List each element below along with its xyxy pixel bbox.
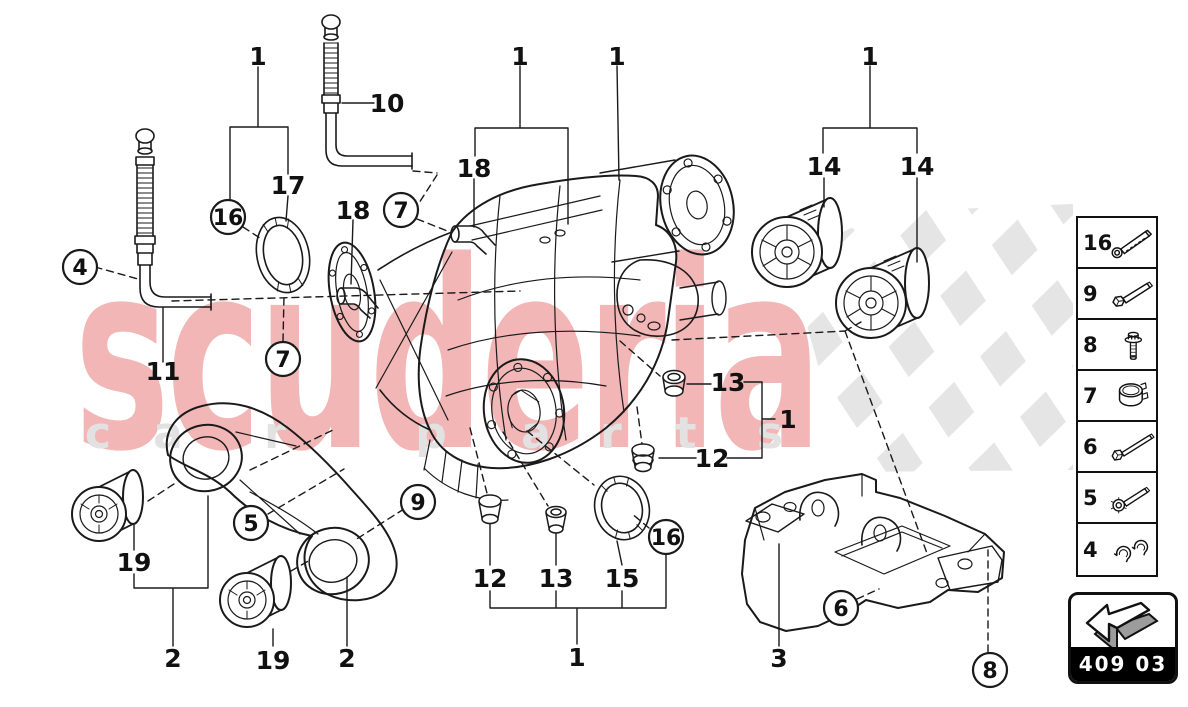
part-label-19[interactable]: 19 <box>117 548 152 577</box>
svg-text:6: 6 <box>833 597 848 622</box>
dashed-leader-lines <box>94 170 989 653</box>
callout-circle-5[interactable]: 5 <box>232 504 270 542</box>
breather-pipe-10 <box>321 14 413 170</box>
seal-ring-17 <box>255 216 311 294</box>
legend-row-5[interactable]: 5 <box>1078 473 1156 524</box>
part-label-11[interactable]: 11 <box>146 357 181 386</box>
callout-circle-16[interactable]: 16 <box>209 198 247 236</box>
flange-bolt-icon <box>1109 475 1156 521</box>
callout-circle-9[interactable]: 9 <box>399 483 437 521</box>
svg-text:16: 16 <box>213 206 244 231</box>
legend-number: 9 <box>1083 281 1098 306</box>
page-code-label: 409 03 <box>1071 647 1175 681</box>
fastener-legend: 16 9 8 7 6 5 4 <box>1076 216 1158 577</box>
breather-pipe-11 <box>134 128 212 311</box>
callout-circle-16[interactable]: 16 <box>647 518 685 556</box>
legend-number: 8 <box>1083 332 1098 357</box>
watermark-letter: c <box>84 408 112 459</box>
callout-circle-8[interactable]: 8 <box>971 651 1009 689</box>
legend-number: 5 <box>1083 485 1098 510</box>
part-label-2[interactable]: 2 <box>164 644 181 673</box>
page-code-box[interactable]: 409 03 <box>1068 592 1178 684</box>
part-label-1[interactable]: 1 <box>861 42 878 71</box>
bushing-14-left <box>751 197 843 288</box>
plug-13-lower <box>545 505 567 534</box>
watermark-letter: t <box>675 408 697 459</box>
plug-12-upper <box>631 443 655 473</box>
bushing-19-right <box>219 555 292 628</box>
legend-number: 6 <box>1083 434 1098 459</box>
crossmember-3 <box>741 473 1005 632</box>
legend-row-8[interactable]: 8 <box>1078 320 1156 371</box>
part-label-17[interactable]: 17 <box>271 171 306 200</box>
part-label-18[interactable]: 18 <box>336 196 371 225</box>
stud-washer-icon <box>1109 322 1156 368</box>
bushing-19-left <box>71 469 144 542</box>
legend-row-16[interactable]: 16 <box>1078 218 1156 269</box>
svg-text:7: 7 <box>393 199 408 224</box>
legend-row-9[interactable]: 9 <box>1078 269 1156 320</box>
legend-row-4[interactable]: 4 <box>1078 524 1156 575</box>
bushing-14-right <box>835 247 930 339</box>
part-label-1[interactable]: 1 <box>779 405 796 434</box>
legend-row-7[interactable]: 7 <box>1078 371 1156 422</box>
hose-clamp-icon <box>1109 373 1156 419</box>
hex-bolt-icon <box>1109 271 1156 317</box>
retaining-clip-icon <box>1109 527 1156 573</box>
svg-text:16: 16 <box>651 526 682 551</box>
socket-bolt-icon <box>1109 220 1156 266</box>
watermark-letter: r <box>600 408 622 459</box>
legend-number: 7 <box>1083 383 1098 408</box>
svg-text:9: 9 <box>410 491 425 516</box>
legend-number: 4 <box>1083 537 1098 562</box>
part-label-1[interactable]: 1 <box>511 42 528 71</box>
part-label-18[interactable]: 18 <box>457 154 492 183</box>
part-label-1[interactable]: 1 <box>249 42 266 71</box>
differential-housing <box>327 154 735 501</box>
callout-circle-7[interactable]: 7 <box>264 340 302 378</box>
callout-circle-4[interactable]: 4 <box>61 248 99 286</box>
svg-text:5: 5 <box>243 512 258 537</box>
leader-lines <box>133 65 918 647</box>
vent-pipe-top <box>450 225 496 255</box>
plug-13-upper <box>662 369 686 397</box>
watermark-brand-text: scuderia <box>74 207 822 509</box>
part-label-1[interactable]: 1 <box>608 42 625 71</box>
svg-text:7: 7 <box>275 348 290 373</box>
part-label-15[interactable]: 15 <box>605 564 640 593</box>
part-label-1[interactable]: 1 <box>568 643 585 672</box>
part-label-14[interactable]: 14 <box>900 152 935 181</box>
seal-ring-15 <box>593 475 651 541</box>
callout-circle-7[interactable]: 7 <box>382 191 420 229</box>
part-label-10[interactable]: 10 <box>370 89 405 118</box>
svg-text:8: 8 <box>982 659 997 684</box>
part-label-19[interactable]: 19 <box>256 646 291 675</box>
callout-circle-6[interactable]: 6 <box>822 589 860 627</box>
part-label-13[interactable]: 13 <box>711 368 746 397</box>
part-label-12[interactable]: 12 <box>473 564 508 593</box>
part-label-13[interactable]: 13 <box>539 564 574 593</box>
legend-row-6[interactable]: 6 <box>1078 422 1156 473</box>
svg-text:4: 4 <box>72 256 87 281</box>
long-hex-bolt-icon <box>1109 424 1156 470</box>
part-label-12[interactable]: 12 <box>695 444 730 473</box>
part-label-3[interactable]: 3 <box>770 644 787 673</box>
plug-12-lower <box>478 494 502 525</box>
direction-arrow-icon <box>1071 595 1175 647</box>
part-label-2[interactable]: 2 <box>338 644 355 673</box>
legend-number: 16 <box>1083 230 1113 255</box>
part-label-14[interactable]: 14 <box>807 152 842 181</box>
